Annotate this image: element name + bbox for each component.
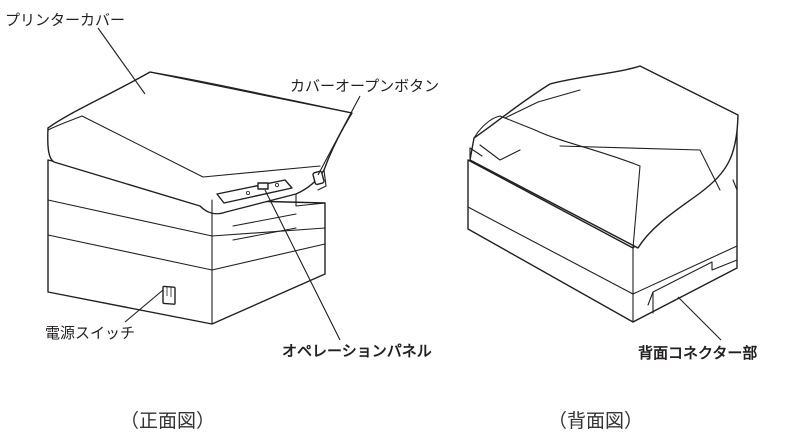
front-printer-illustration [47,71,353,325]
leader-rear-connector [677,296,722,341]
label-rear-connector: 背面コネクター部 [638,344,758,362]
label-power-switch: 電源スイッチ [45,324,136,342]
power-switch-shape [162,285,176,305]
leader-printer-cover [97,27,146,95]
cover-open-button-shape [312,170,325,186]
rear-printer-cover [469,65,739,249]
caption-front-view: （正面図） [120,410,216,432]
label-printer-cover: プリンターカバー [5,11,126,29]
leader-operation-panel [264,189,341,341]
label-cover-open-button: カバーオープンボタン [290,77,440,95]
rear-printer-illustration [467,65,739,323]
leader-cover-open-button [317,95,361,176]
front-printer-cover [47,71,353,215]
caption-rear-view: （背面図） [548,410,644,432]
leader-power-switch [124,289,164,323]
label-operation-panel: オペレーションパネル [282,342,432,360]
